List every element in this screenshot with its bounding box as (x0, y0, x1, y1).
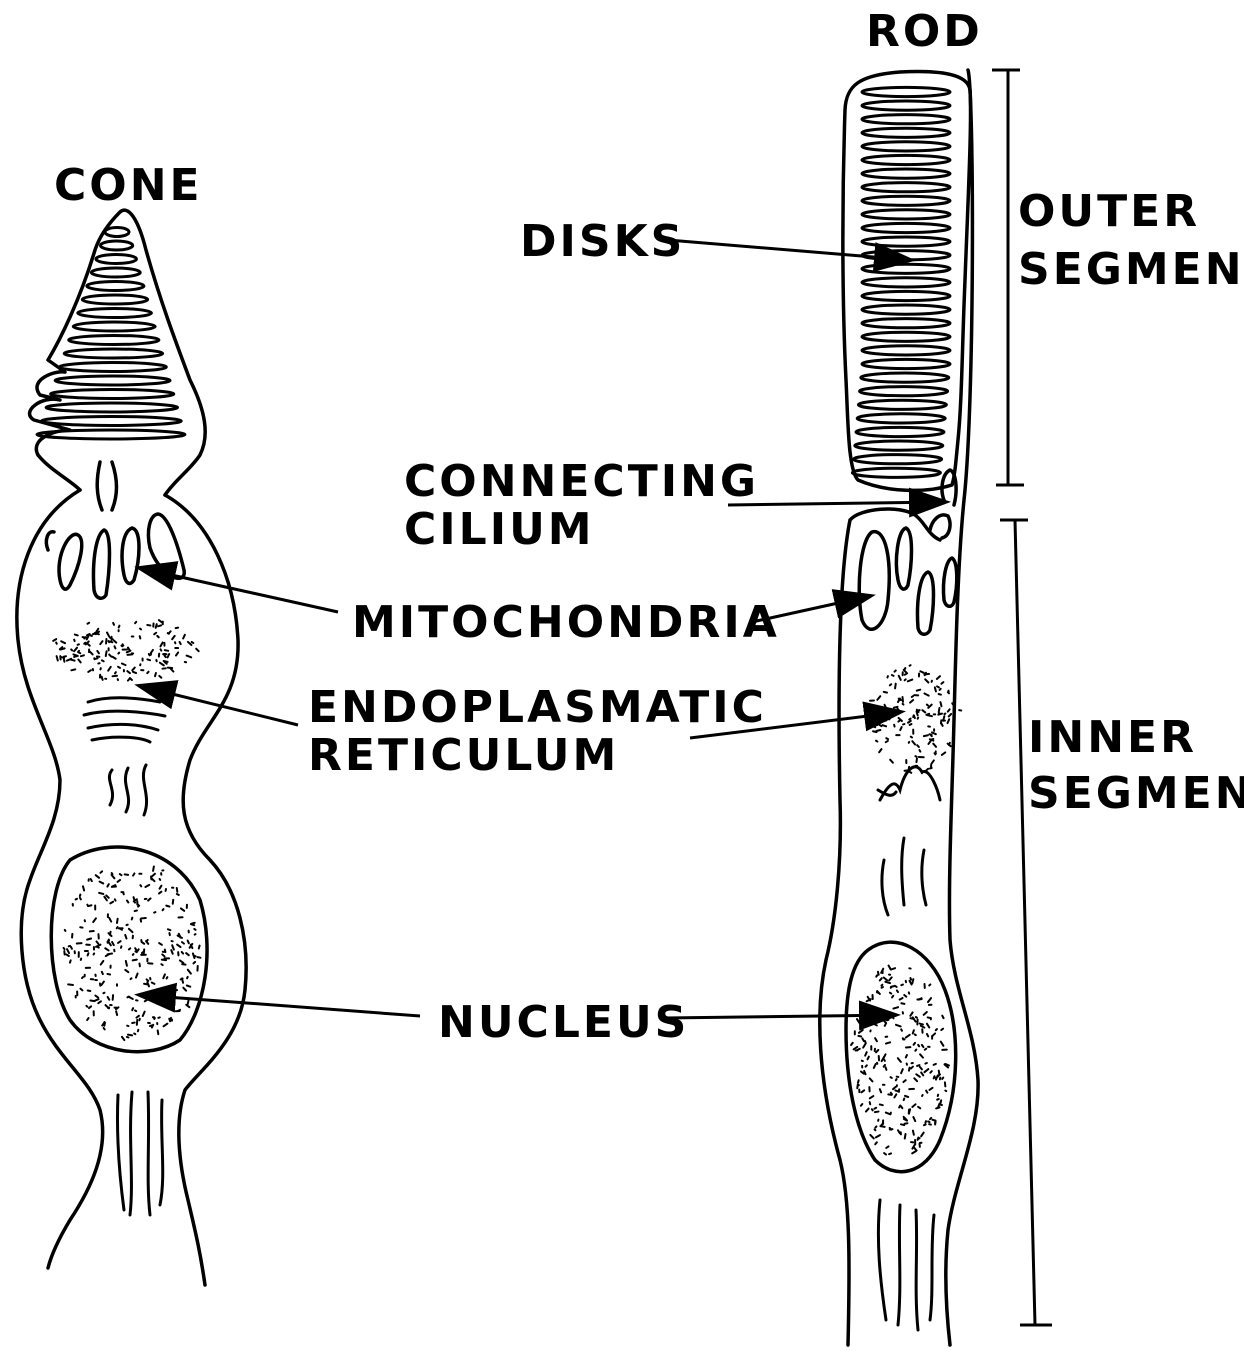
cone-filaments-upper (109, 765, 146, 815)
label-cilium: CILIUM (404, 504, 595, 555)
rod-filaments (882, 838, 926, 915)
label-outer-segment: SEGMENT (1018, 244, 1244, 295)
label-inner-segment: SEGMENT (1028, 768, 1244, 819)
cone-nucleus-chromatin (64, 866, 201, 1040)
cone-outer-segment (30, 210, 206, 495)
label-rod: ROD (866, 6, 983, 57)
cone-axon-filaments (117, 1092, 162, 1215)
label-outer: OUTER (1018, 186, 1200, 237)
cone-mitochondria (46, 514, 184, 598)
cone-er-lines (84, 698, 165, 742)
arrow-nucleus-rod (665, 1015, 895, 1018)
label-connecting: CONNECTING (404, 456, 759, 507)
label-nucleus: NUCLEUS (438, 997, 689, 1048)
cone-neck (38, 455, 117, 510)
rod-endoplasmatic-reticulum (870, 665, 961, 773)
rod-disks (852, 87, 950, 477)
label-mitochondria: MITOCHONDRIA (352, 597, 780, 648)
rod-nucleus-chromatin (851, 966, 949, 1155)
label-cone: CONE (54, 160, 203, 211)
rod-mitochondria (859, 528, 957, 634)
rod-nucleus (846, 942, 956, 1172)
rod-inner-right (946, 70, 978, 1345)
label-disks: DISKS (520, 216, 685, 267)
inner-segment-bracket (1000, 520, 1052, 1325)
arrow-mitochondria-cone (140, 568, 338, 612)
rod-cell (820, 70, 978, 1345)
arrow-disks (668, 240, 910, 260)
cone-endoplasmatic-reticulum (53, 620, 199, 681)
label-reticulum: RETICULUM (308, 730, 619, 781)
arrow-nucleus-cone (140, 995, 420, 1016)
label-endoplasmatic: ENDOPLASMATIC (308, 682, 767, 733)
label-inner: INNER (1028, 712, 1197, 763)
cone-cell (17, 210, 246, 1285)
rod-er-squiggle (878, 767, 940, 800)
cone-disks (37, 228, 185, 440)
arrow-connecting-cilium (728, 502, 945, 505)
rod-axon-filaments (878, 1200, 934, 1330)
arrow-er-cone (140, 686, 298, 725)
